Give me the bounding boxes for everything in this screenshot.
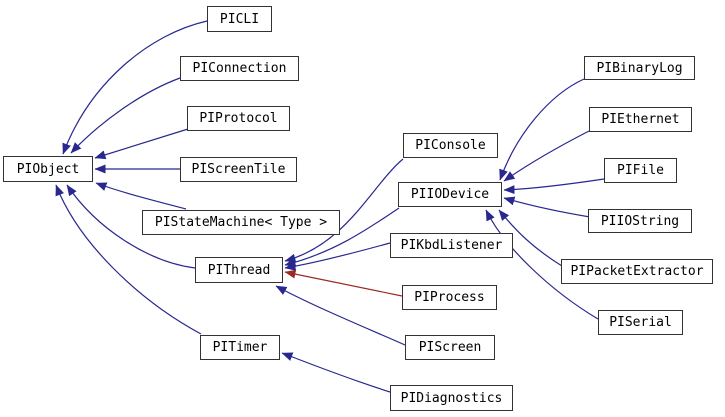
- edge-piiodevice-to-pithread: [284, 207, 400, 267]
- edge-pifile-to-piiodevice: [503, 178, 605, 195]
- class-node-piprocess[interactable]: PIProcess: [402, 285, 497, 310]
- class-node-pithread[interactable]: PIThread: [195, 257, 283, 283]
- edge-piprocess-to-pithread: [284, 269, 403, 297]
- class-node-piserial[interactable]: PISerial: [598, 310, 683, 335]
- class-node-piscreen[interactable]: PIScreen: [405, 335, 495, 360]
- class-node-piscreentile[interactable]: PIScreenTile: [180, 157, 297, 182]
- class-node-pitimer[interactable]: PITimer: [200, 335, 280, 360]
- class-node-piconsole[interactable]: PIConsole: [403, 133, 498, 158]
- class-node-piprotocol[interactable]: PIProtocol: [187, 106, 290, 131]
- class-node-pikbdlistener[interactable]: PIKbdListener: [390, 233, 513, 258]
- edge-piconsole-to-pithread: [284, 158, 404, 263]
- edge-pistatemachine-to-piobject: [95, 182, 187, 210]
- edge-pikbdlistener-to-pithread: [284, 242, 391, 271]
- edge-pidiagnostics-to-pitimer: [281, 352, 391, 393]
- class-node-piethernet[interactable]: PIEthernet: [589, 107, 692, 132]
- edge-piprotocol-to-piobject: [94, 128, 189, 160]
- class-node-pistatemachine[interactable]: PIStateMachine< Type >: [142, 210, 340, 235]
- edge-pibinarylog-to-piiodevice: [499, 78, 585, 181]
- class-node-pibinarylog[interactable]: PIBinaryLog: [584, 56, 695, 80]
- class-node-pifile[interactable]: PIFile: [604, 158, 677, 183]
- class-node-piobject[interactable]: PIObject: [3, 156, 93, 182]
- edge-piiostring-to-piiodevice: [503, 196, 591, 218]
- edge-piserial-to-piiodevice: [485, 209, 599, 320]
- class-node-piiodevice[interactable]: PIIODevice: [398, 182, 502, 207]
- class-node-pidiagnostics[interactable]: PIDiagnostics: [390, 385, 513, 411]
- edge-picli-to-piobject: [62, 20, 208, 155]
- edge-piscreen-to-pithread: [275, 285, 406, 346]
- edge-pipacketextractor-to-piiodevice: [498, 209, 563, 267]
- edge-piconnection-to-piobject: [70, 77, 181, 154]
- edge-pitimer-to-piobject: [55, 184, 202, 335]
- class-node-piiostring[interactable]: PIIOString: [588, 209, 692, 233]
- class-node-pipacketextractor[interactable]: PIPacketExtractor: [561, 259, 713, 284]
- edge-pithread-to-piobject: [66, 184, 196, 269]
- edge-piethernet-to-piiodevice: [503, 130, 590, 182]
- class-node-piconnection[interactable]: PIConnection: [180, 56, 299, 81]
- class-node-picli[interactable]: PICLI: [207, 6, 272, 32]
